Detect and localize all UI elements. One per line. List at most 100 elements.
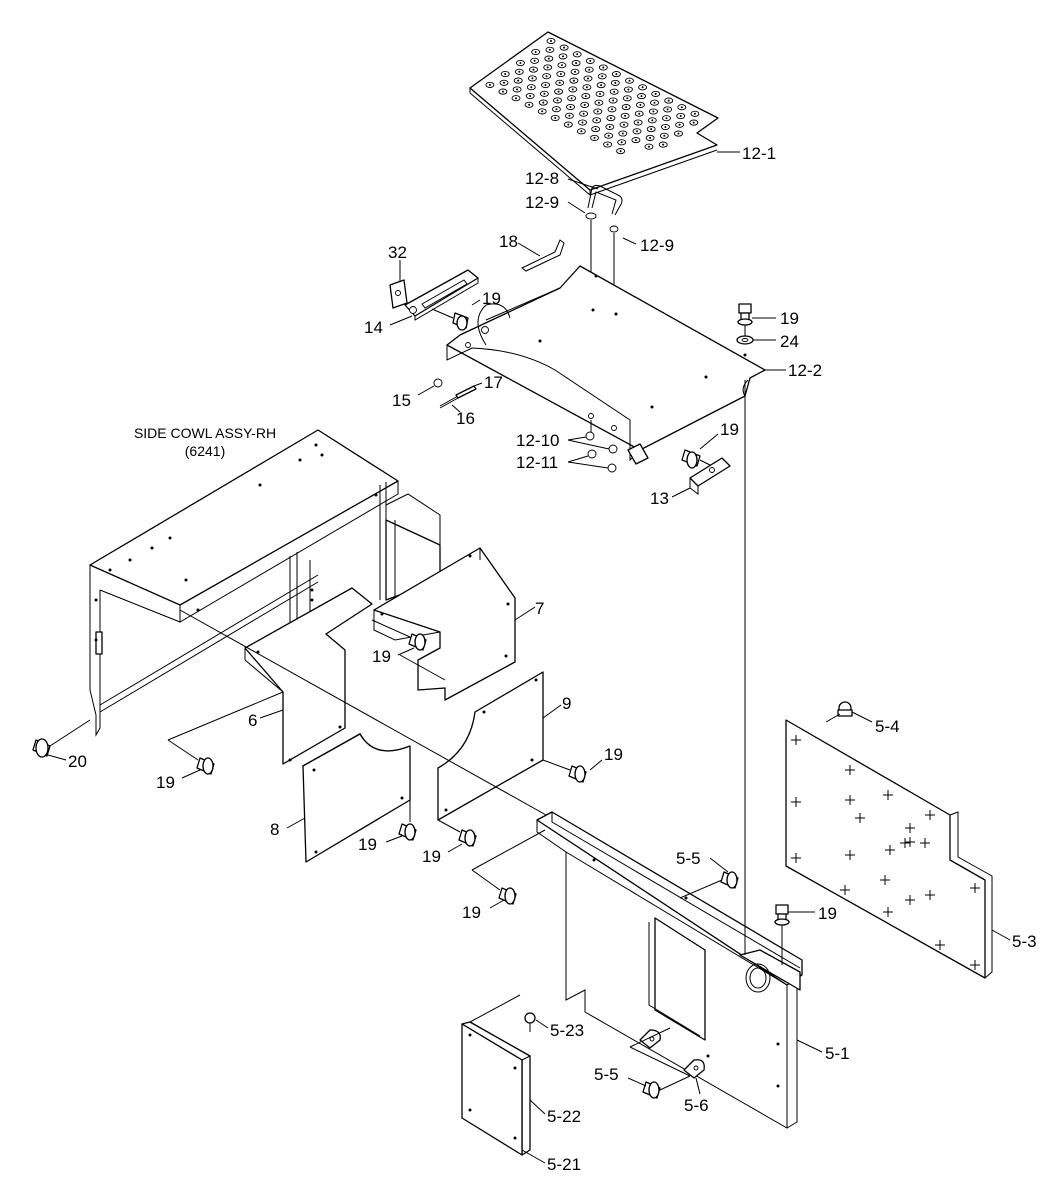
perforation-center (567, 123, 570, 126)
perforation-center (501, 90, 504, 93)
crosshair-mark (905, 895, 915, 905)
crosshair-mark (855, 813, 865, 823)
perforation-center (504, 73, 507, 75)
label-5-5b: 5-5 (594, 1065, 619, 1084)
perforation-center (544, 84, 547, 86)
perforation-center (518, 70, 521, 73)
perforation-center (534, 51, 537, 53)
panel-6 (244, 587, 373, 765)
crosshair-mark (845, 765, 855, 775)
bolt-5-4 (825, 701, 853, 723)
perforation-center (554, 117, 557, 119)
perforation-center (503, 81, 505, 84)
bolt-19-b (737, 303, 753, 337)
screw-5-23 (524, 1012, 536, 1032)
leader-14 (389, 315, 413, 326)
perforation-center (563, 46, 566, 49)
perforation-center (614, 81, 617, 84)
perforation-center (519, 62, 522, 64)
nut-15 (433, 378, 443, 388)
perforation-center (677, 132, 680, 135)
perforation-center (585, 86, 588, 89)
label-24: 24 (780, 332, 799, 351)
bolt-19-d (371, 619, 427, 651)
perforation-center (557, 90, 560, 93)
perforation-center (619, 150, 622, 153)
label-5-4: 5-4 (875, 717, 900, 736)
label-19-d: 19 (372, 647, 391, 666)
side-cowl-assy-rh (89, 429, 441, 737)
label-19-f: 19 (604, 745, 623, 764)
bolt-20 (32, 719, 91, 758)
perforation-center (568, 114, 571, 117)
crosshair-mark (791, 797, 801, 807)
bracket-5-1 (536, 811, 803, 1129)
panel-9 (437, 671, 544, 821)
perforation-center (541, 110, 544, 113)
perforation-center (650, 128, 653, 131)
crosshair-mark (883, 790, 893, 800)
label-18: 18 (499, 232, 518, 251)
perforation-center (488, 83, 491, 86)
perforation-center (545, 75, 548, 78)
perforation-center (639, 103, 642, 106)
perforation-center (533, 59, 536, 62)
perforation-center (530, 86, 533, 89)
label-5-6: 5-6 (684, 1096, 709, 1115)
label-19-j: 19 (818, 904, 837, 923)
perforation-center (558, 81, 561, 84)
perforation-center (600, 84, 603, 87)
washer-12-9a (585, 212, 597, 220)
crosshair-mark (900, 838, 910, 848)
handle-12-8 (587, 184, 623, 216)
perforation-center (532, 68, 535, 71)
label-6: 6 (248, 711, 257, 730)
bolt-5-5-b (629, 1027, 691, 1099)
label-8: 8 (270, 820, 279, 839)
crosshair-mark (905, 823, 915, 833)
perforation-center (663, 134, 666, 137)
perforation-center (636, 130, 638, 133)
perforation-center (664, 126, 667, 128)
label-5-22: 5-22 (547, 1107, 581, 1126)
perforation-center (640, 95, 643, 98)
label-17: 17 (484, 373, 503, 392)
perforation-center (517, 79, 520, 82)
perforation-center (546, 66, 549, 69)
perforation-center (601, 75, 604, 78)
leader-18 (517, 242, 541, 257)
perforation-center (528, 103, 531, 106)
label-20: 20 (68, 752, 87, 771)
label-5-5a: 5-5 (676, 849, 701, 868)
perforation-center (623, 123, 625, 126)
perforation-center (550, 40, 552, 42)
crosshair-mark (925, 890, 935, 900)
perforation-center (542, 101, 545, 104)
perforation-center (596, 110, 599, 113)
bolt-19-a (431, 308, 469, 331)
nut-12-11a (587, 449, 597, 459)
label-19-i: 19 (462, 903, 481, 922)
assembly-centerline (179, 609, 556, 821)
perforation-center (620, 141, 623, 144)
label-13: 13 (650, 489, 669, 508)
perforation-center (516, 88, 519, 91)
perforation-center (607, 134, 610, 137)
perforation-center (649, 136, 652, 139)
label-12-9a: 12-9 (525, 193, 559, 212)
label-19-b: 19 (780, 309, 799, 328)
perforation-center (602, 66, 605, 69)
perforation-center (679, 115, 682, 117)
leader-12-9b (622, 237, 637, 245)
label-5-23: 5-23 (550, 1021, 584, 1040)
crosshair-mark (970, 883, 980, 893)
screw-17 (455, 385, 477, 399)
label-14: 14 (364, 318, 383, 337)
washer-12-9b (609, 225, 619, 233)
crosshair-mark (840, 885, 850, 895)
crosshair-mark (885, 845, 895, 855)
nut-12-11b (607, 463, 617, 473)
perforation-holes (485, 37, 700, 155)
leader-12-9a (567, 201, 586, 214)
perforation-center (575, 62, 578, 65)
